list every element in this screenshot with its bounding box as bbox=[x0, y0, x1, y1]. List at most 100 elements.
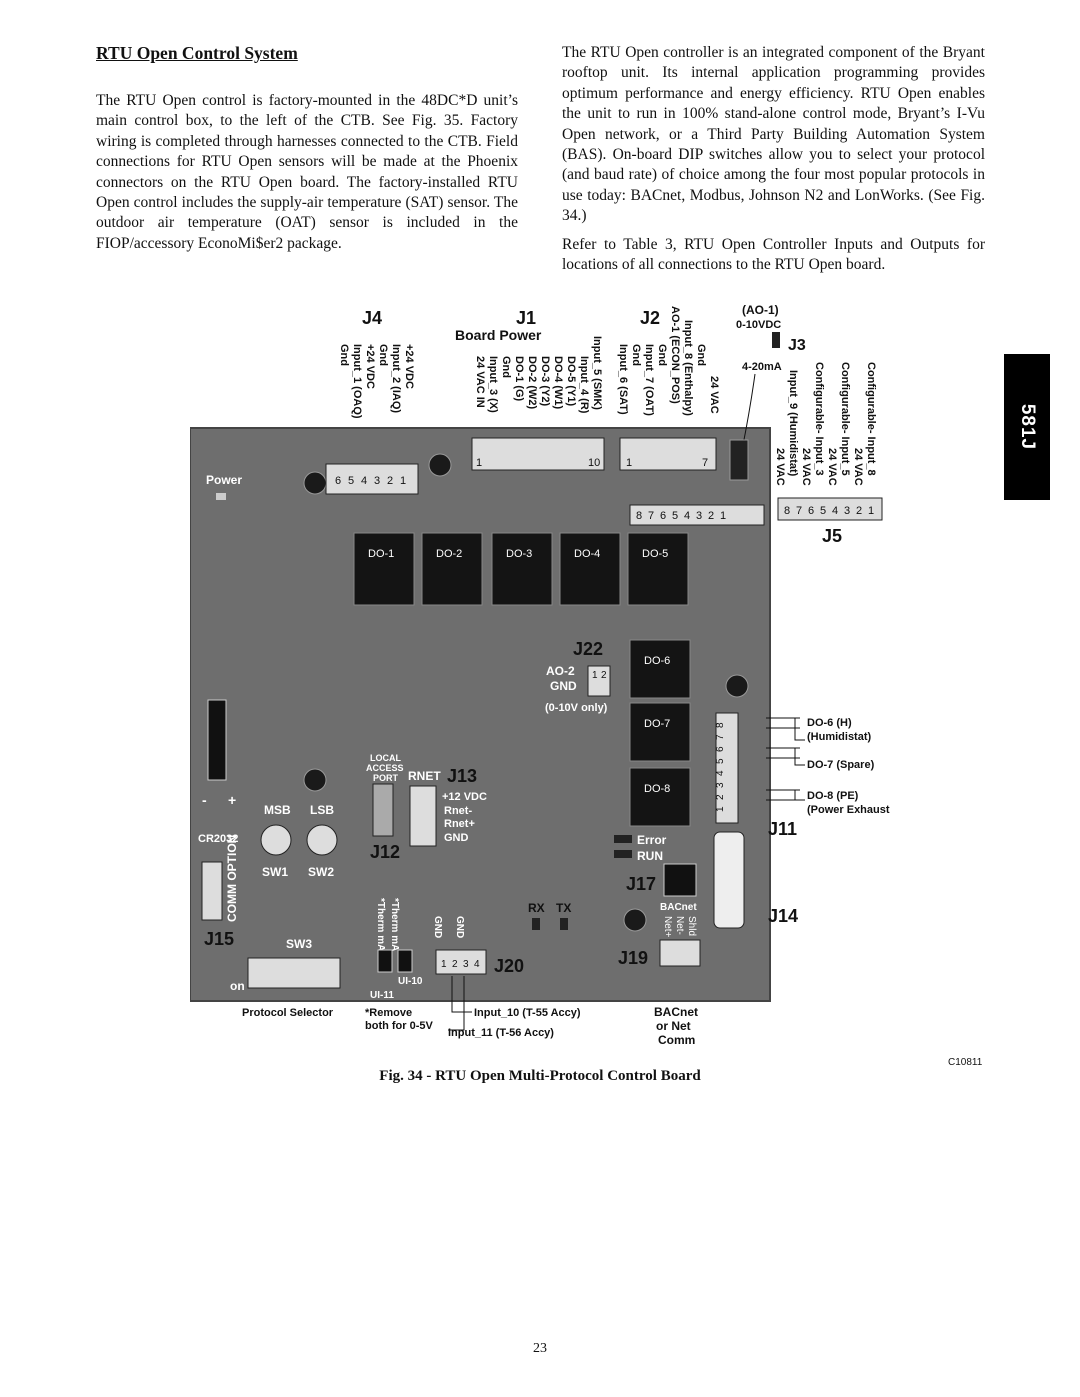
run-led bbox=[614, 850, 632, 858]
j20-pin-number: 4 bbox=[474, 959, 480, 970]
msb-rotary-switch[interactable] bbox=[260, 824, 292, 856]
j11-pin-number: 2 bbox=[715, 794, 726, 800]
bacnet-comm-label: BACnet bbox=[654, 1005, 698, 1019]
j17-bacnet-port bbox=[663, 863, 697, 897]
bacnet-label: BACnet bbox=[660, 902, 697, 913]
j5-pin-label: 24 VAC bbox=[826, 448, 838, 486]
relay-label: DO-1 bbox=[368, 548, 394, 560]
j4-pin-number: 5 bbox=[348, 475, 354, 487]
relay-do-8 bbox=[629, 767, 691, 827]
j4-pin-label: Input_2 (IAQ) bbox=[390, 344, 402, 413]
j11-connector bbox=[715, 712, 739, 824]
j11-pin-number: 8 bbox=[715, 722, 726, 728]
j12-title: J12 bbox=[370, 842, 400, 862]
j14-title: J14 bbox=[768, 906, 798, 926]
relay-do-7 bbox=[629, 702, 691, 762]
j20-connector bbox=[435, 949, 487, 975]
j11-pin-number: 5 bbox=[715, 758, 726, 764]
battery-label: CR2032 bbox=[198, 833, 238, 845]
j17-title: J17 bbox=[626, 874, 656, 894]
ui11-label: UI-11 bbox=[370, 990, 394, 1001]
j13-connector bbox=[409, 785, 437, 847]
rtu-open-board-figure: J4 +24 VDC Input_2 (IAQ) Gnd +24 VDC Inp… bbox=[190, 303, 890, 1047]
relay-label: DO-6 bbox=[644, 655, 670, 667]
j4-pin-number: 6 bbox=[335, 475, 341, 487]
relay-label: DO-2 bbox=[436, 548, 462, 560]
sw3-label: SW3 bbox=[286, 937, 312, 951]
comm-option-connector bbox=[201, 861, 223, 921]
j2-pin-number: 2 bbox=[708, 510, 714, 522]
battery-minus: - bbox=[202, 792, 207, 808]
j4-connector bbox=[325, 463, 419, 495]
local-access-label: PORT bbox=[373, 773, 399, 783]
mounting-hole bbox=[725, 674, 749, 698]
j4-pin-number: 2 bbox=[387, 475, 393, 487]
bacnet-comm-label: Comm bbox=[658, 1033, 695, 1047]
j5-pin-number: 3 bbox=[844, 505, 850, 517]
j2-pin-label: 24 VAC bbox=[708, 376, 720, 414]
j13-pin-label: Rnet+ bbox=[444, 818, 475, 830]
battery-plus: + bbox=[228, 792, 236, 808]
j1-pin-label: DO-4 (W1) bbox=[552, 356, 564, 410]
j3-jumper bbox=[772, 332, 780, 348]
j1-pin-label: Input_5 (SMK) bbox=[591, 336, 603, 410]
relay-label: DO-3 bbox=[506, 548, 532, 560]
j4-pin-number: 4 bbox=[361, 475, 367, 487]
lsb-rotary-switch[interactable] bbox=[306, 824, 338, 856]
run-label: RUN bbox=[637, 849, 663, 863]
j1-pin-label: DO-5 (Y1) bbox=[565, 356, 577, 406]
local-access-port bbox=[372, 783, 394, 837]
j5-connector bbox=[777, 497, 883, 521]
msb-label: MSB bbox=[264, 803, 291, 817]
j11-bracket bbox=[766, 747, 805, 766]
right-paragraph-1: The RTU Open controller is an integrated… bbox=[562, 44, 985, 225]
therm-label: *Therm mA bbox=[375, 898, 386, 951]
j11-pin-number: 1 bbox=[715, 806, 726, 812]
left-paragraph: The RTU Open control is factory-mounted … bbox=[96, 92, 518, 252]
relay-do-3 bbox=[491, 532, 553, 606]
j1-pin-label: Input_4 (R) bbox=[578, 356, 590, 414]
j2-pin-number: 7 bbox=[648, 510, 654, 522]
j4-pin-label: Input_1 (OAQ) bbox=[351, 344, 363, 419]
j22-ao2-label: AO-2 bbox=[546, 664, 575, 678]
j5-pin-number: 4 bbox=[832, 505, 838, 517]
tx-led bbox=[560, 918, 568, 930]
tx-label: TX bbox=[556, 901, 571, 915]
ui10-label: UI-10 bbox=[398, 976, 423, 987]
sw1-label: SW1 bbox=[262, 865, 288, 879]
j22-gnd-label: GND bbox=[550, 679, 577, 693]
section-heading: RTU Open Control System bbox=[96, 43, 298, 63]
relay-do-2 bbox=[421, 532, 483, 606]
j11-do8-sub: (Power Exhaust bbox=[807, 804, 890, 816]
j20-pin-number: 3 bbox=[463, 959, 469, 970]
j4-pin-label: +24 VDC bbox=[364, 344, 376, 389]
page-number: 23 bbox=[533, 1341, 547, 1356]
j1-pin-label: Gnd bbox=[500, 356, 512, 378]
remove-note: *Remove bbox=[365, 1007, 412, 1019]
j22-pin-number: 2 bbox=[601, 670, 607, 681]
j19-pin-label: Net+ bbox=[662, 916, 673, 938]
battery-holder bbox=[207, 699, 227, 781]
j19-connector bbox=[659, 939, 701, 967]
j2-pin-number: 5 bbox=[672, 510, 678, 522]
j5-pin-label: Input_9 (Humidistat) bbox=[787, 370, 799, 477]
error-led bbox=[614, 835, 632, 843]
relay-label: DO-7 bbox=[644, 718, 670, 730]
figure-code: C10811 bbox=[948, 1057, 983, 1068]
lsb-label: LSB bbox=[310, 803, 334, 817]
sw3-dip-switch[interactable] bbox=[247, 957, 341, 989]
j4-pin-label: +24 VDC bbox=[403, 344, 415, 389]
j20-pin-number: 1 bbox=[441, 959, 447, 970]
therm-label: GND bbox=[454, 916, 465, 938]
relay-do-1 bbox=[353, 532, 415, 606]
j1-pin-label: 24 VAC IN bbox=[474, 356, 486, 408]
j11-do6-sub: (Humidistat) bbox=[807, 731, 872, 743]
j5-pin-label: Configurable- Input_8 bbox=[865, 362, 877, 476]
j1-pin-label: DO-3 (Y2) bbox=[539, 356, 551, 406]
j2-bottom-connector bbox=[629, 504, 765, 526]
j5-pin-label: Configurable- Input_3 bbox=[813, 362, 825, 476]
j2-pin-number: 3 bbox=[696, 510, 702, 522]
j13-pin-label: Rnet- bbox=[444, 805, 472, 817]
j1-connector bbox=[471, 437, 605, 471]
right-paragraph-2: Refer to Table 3, RTU Open Controller In… bbox=[562, 235, 985, 274]
